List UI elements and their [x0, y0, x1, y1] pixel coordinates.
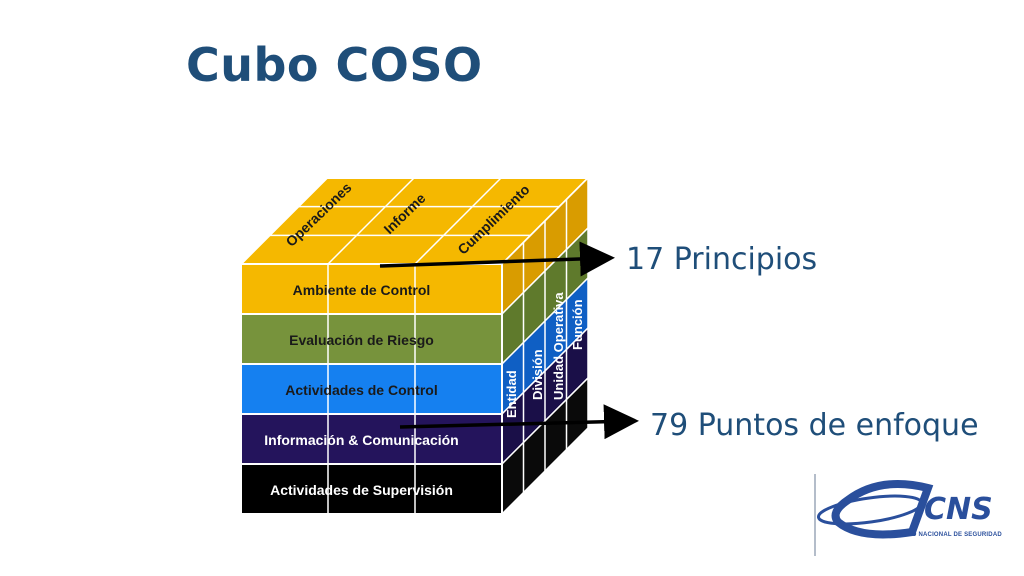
logo-subtitle: CONGRESO NACIONAL DE SEGURIDAD: [880, 532, 1002, 538]
cube-front-face: [240, 263, 503, 515]
cube-side-label: Unidad Operativa: [551, 292, 566, 400]
cube-row-label: Ambiente de Control: [293, 282, 431, 298]
cube-side-label: División: [530, 349, 545, 400]
logo-orbit-icon: [816, 494, 924, 526]
cns-logo: [814, 474, 934, 556]
cube-row-label: Información & Comunicación: [264, 432, 458, 448]
cube-side-label: Entidad: [504, 370, 519, 418]
slide-title: Cubo COSO: [186, 38, 483, 92]
arrow-puntos: [399, 404, 639, 440]
cube-front-row: [240, 313, 503, 365]
cube-side-face: [501, 176, 589, 516]
cube-front-row: [240, 463, 503, 515]
cube-top-grid-line: [414, 177, 502, 265]
cube-top-grid-line: [327, 177, 415, 265]
logo-text: CNS: [924, 492, 993, 527]
cube-front-row: [240, 263, 503, 315]
logo-shield-icon: [831, 480, 934, 539]
cube-side-label: Función: [570, 299, 585, 350]
cube-row-label: Evaluación de Riesgo: [289, 332, 434, 348]
cube-row-label: Actividades de Supervisión: [270, 482, 453, 498]
cube-front-row: [240, 413, 503, 465]
arrow-principios: [379, 241, 615, 277]
callout-puntos: 79 Puntos de enfoque: [650, 408, 979, 443]
cube-row-label: Actividades de Control: [285, 382, 437, 398]
cube-front-row: [240, 363, 503, 415]
callout-principios: 17 Principios: [626, 242, 818, 277]
